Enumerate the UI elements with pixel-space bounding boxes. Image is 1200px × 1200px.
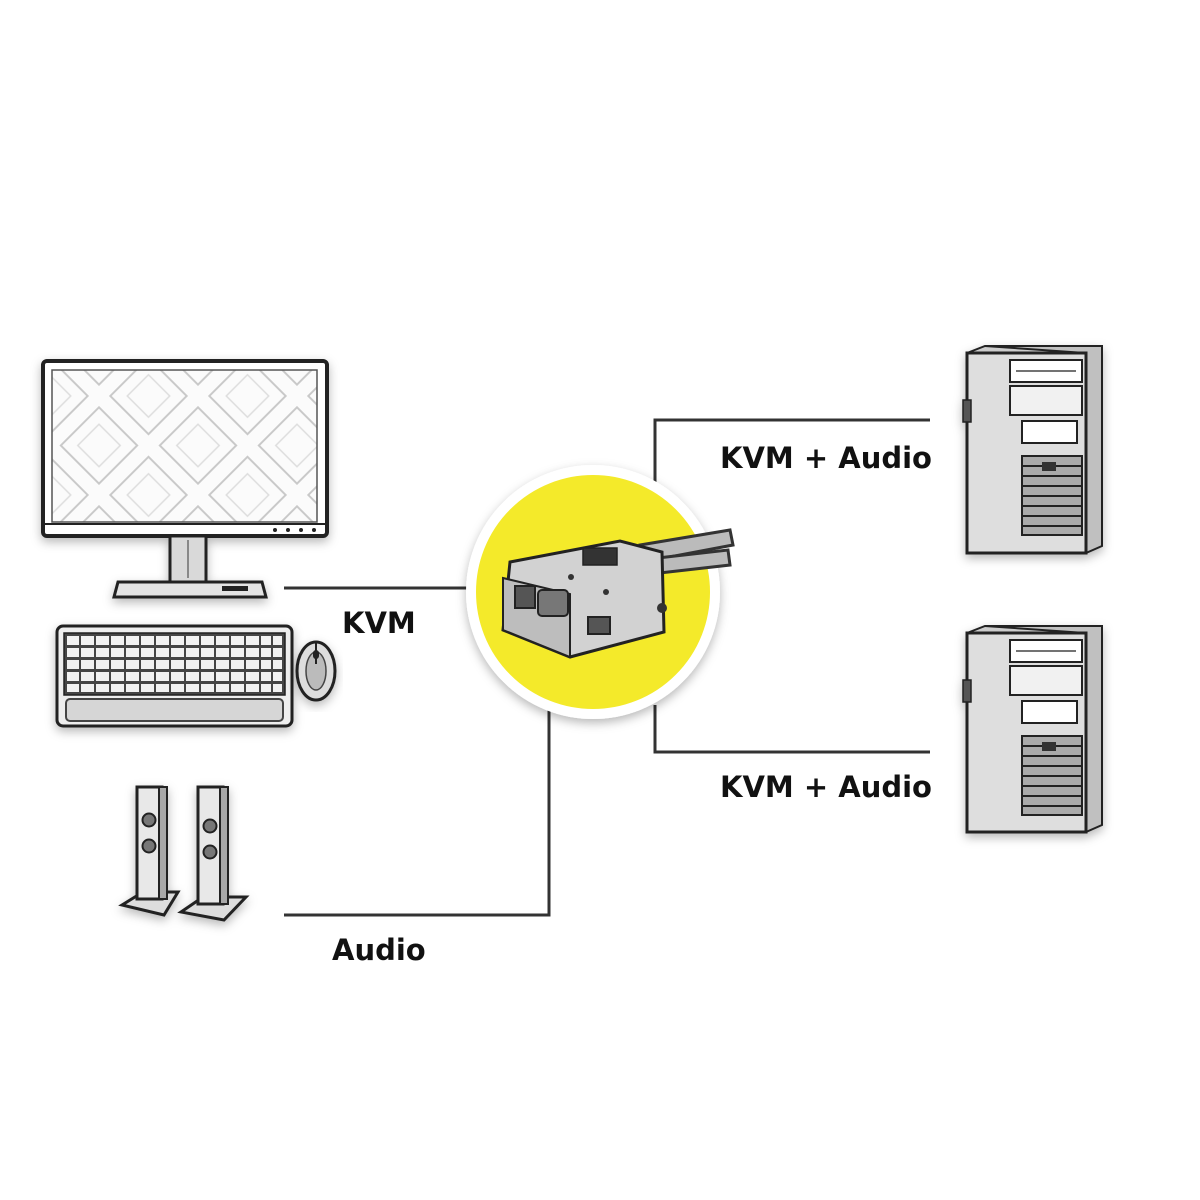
audio-label: Audio [332,933,426,967]
kvm-label: KVM [342,606,416,640]
tower-pc-2-icon [962,625,1103,834]
connection-lines [284,418,930,917]
pc1-connection-label: KVM + Audio [720,441,932,475]
pc2-line [653,705,930,754]
audio-line [284,705,551,917]
monitor-icon [41,359,329,599]
mouse-icon [295,640,337,702]
kvm-switch-icon [466,465,735,719]
pc2-connection-label: KVM + Audio [720,770,932,804]
speakers-icon [118,785,250,922]
tower-pc-1-icon [962,345,1103,555]
pc1-line [653,418,930,500]
keyboard-icon [55,624,294,728]
